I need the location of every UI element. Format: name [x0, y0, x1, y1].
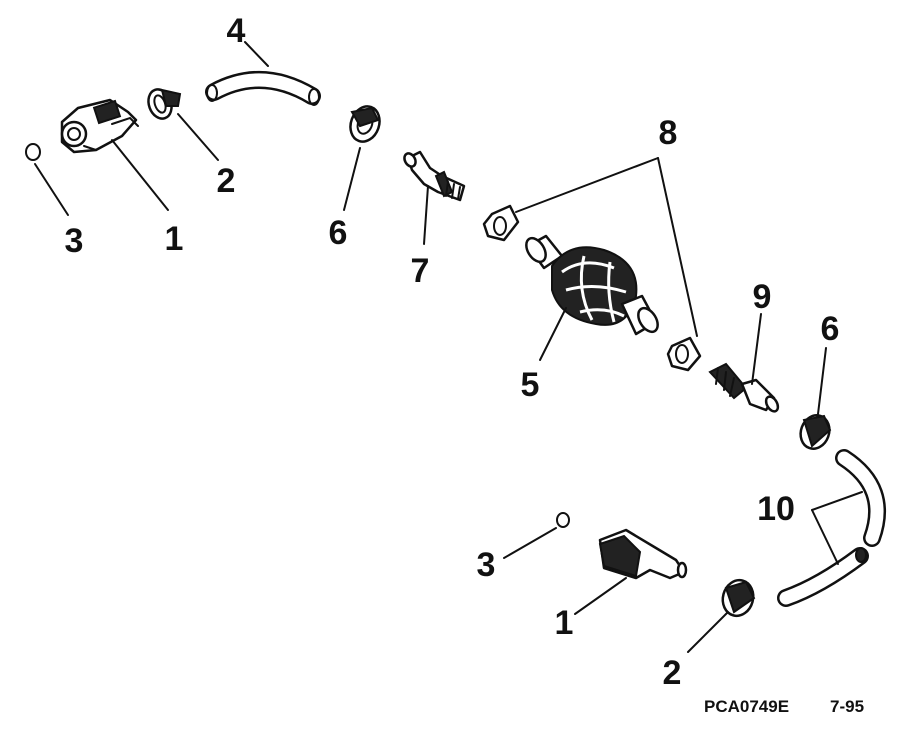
callout-4: 4 [227, 12, 246, 50]
callout-3-bottom: 3 [477, 546, 496, 584]
callout-10: 10 [757, 490, 795, 528]
o-ring-part-top [25, 143, 41, 161]
callout-6-lower: 6 [821, 310, 840, 348]
callout-5: 5 [521, 366, 540, 404]
callout-9: 9 [753, 278, 772, 316]
connector-part-top [60, 98, 139, 154]
leader-lines [34, 41, 863, 653]
connector-part-bottom [598, 528, 688, 580]
callout-2-bottom: 2 [663, 654, 682, 692]
fitting-part-upper [403, 150, 466, 202]
o-ring-part-bottom [556, 512, 570, 528]
callout-1-bottom: 1 [555, 604, 574, 642]
callout-6-upper: 6 [329, 214, 348, 252]
hose-part-lower [777, 449, 887, 607]
callout-1-top: 1 [165, 220, 184, 258]
clamp-part-bottom [721, 578, 756, 618]
clamp-part-right [666, 336, 702, 372]
fitting-part-lower [708, 362, 780, 413]
clamp-part-upper [349, 105, 381, 143]
callout-3-top: 3 [65, 222, 84, 260]
callout-7: 7 [411, 252, 430, 290]
primer-bulb-part [525, 234, 659, 336]
clamp-part-left [482, 204, 520, 242]
callout-2-top: 2 [217, 162, 236, 200]
callout-8: 8 [659, 114, 678, 152]
clamp-part-lower [799, 414, 832, 450]
figure-date: 7-95 [830, 697, 864, 716]
clamp-part-top [147, 88, 182, 120]
figure-code: PCA0749E [704, 697, 789, 716]
hose-part-top [205, 70, 321, 106]
